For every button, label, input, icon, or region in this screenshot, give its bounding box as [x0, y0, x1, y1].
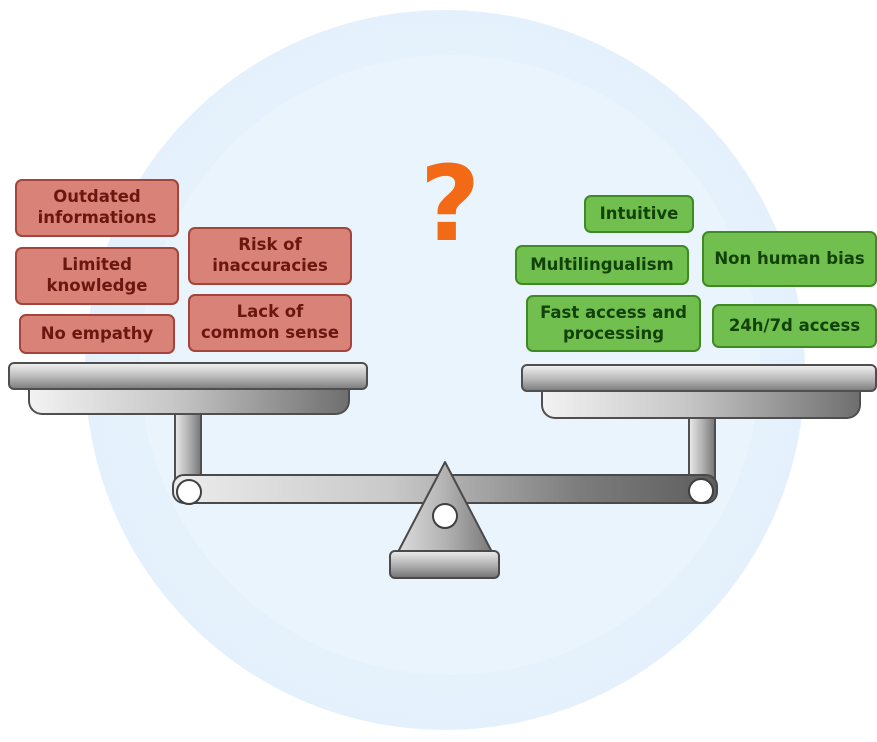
pro-intuitive-label: Intuitive — [599, 203, 679, 223]
pro-multilingualism: Multilingualism — [515, 245, 689, 285]
pro-24h-7d-access: 24h/7d access — [712, 304, 877, 348]
left-pivot-pin — [176, 479, 202, 505]
pro-non-human-bias: Non human bias — [702, 231, 877, 287]
con-lack-of-common-sense: Lack of common sense — [188, 294, 352, 352]
pro-fast-access-label: Fast access and processing — [540, 302, 687, 343]
right-pan-shelf — [521, 364, 877, 392]
con-risk-label: Risk of inaccuracies — [212, 235, 328, 275]
pro-multilingualism-label: Multilingualism — [530, 254, 674, 274]
con-limited-knowledge: Limited knowledge — [15, 247, 179, 305]
center-pivot-pin — [432, 503, 458, 529]
left-pan-shelf — [8, 362, 368, 390]
pro-intuitive: Intuitive — [584, 195, 694, 233]
con-no-empathy: No empathy — [19, 314, 175, 354]
pro-fast-access-and-processing: Fast access and processing — [526, 295, 701, 352]
question-mark: ? — [419, 143, 481, 265]
con-lack-label: Lack of common sense — [200, 302, 340, 342]
con-no-empathy-label: No empathy — [40, 323, 154, 343]
right-pan-tray — [541, 388, 861, 419]
con-outdated-label: Outdated informations — [37, 187, 157, 227]
con-limited-label: Limited knowledge — [46, 255, 148, 295]
con-risk-of-inaccuracies: Risk of inaccuracies — [188, 227, 352, 285]
con-outdated-informations: Outdated informations — [15, 179, 179, 237]
pro-24h-access-label: 24h/7d access — [728, 315, 861, 335]
left-pan-tray — [28, 388, 350, 415]
pro-non-human-bias-label: Non human bias — [714, 248, 865, 268]
right-pivot-pin — [688, 478, 714, 504]
scale-base — [389, 550, 500, 579]
